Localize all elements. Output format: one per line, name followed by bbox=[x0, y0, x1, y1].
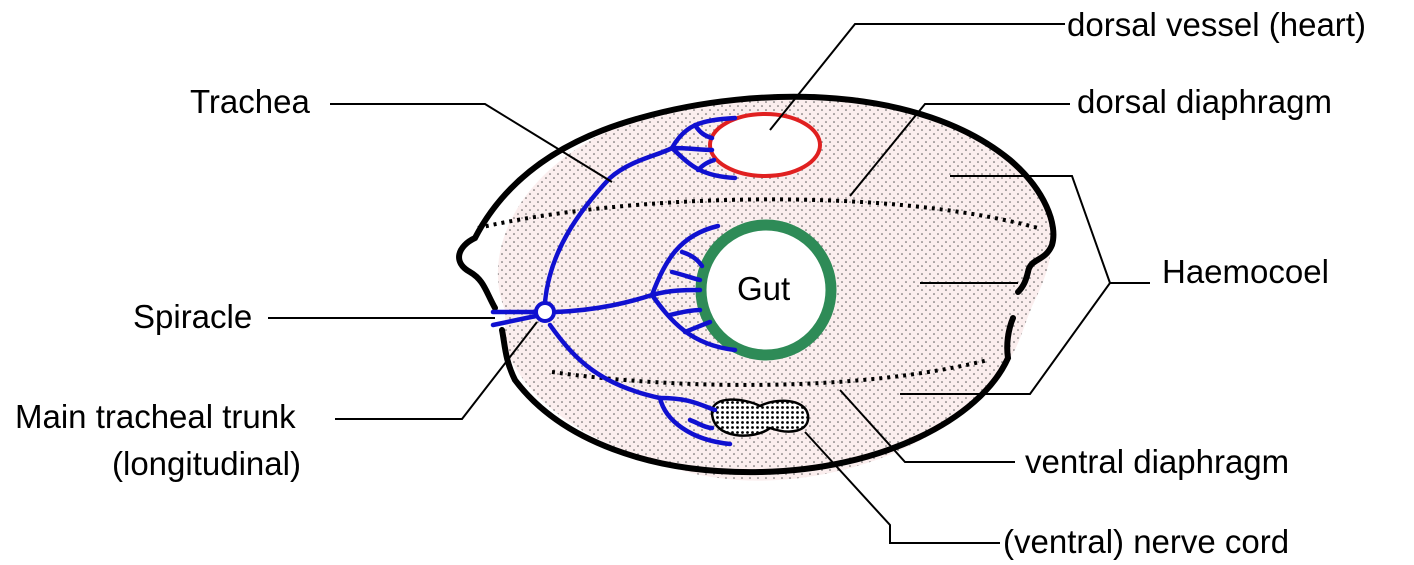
dorsal-vessel bbox=[708, 112, 822, 178]
leader-lines bbox=[268, 23, 1150, 544]
body-outline-lower bbox=[499, 315, 1016, 476]
body-outline-upper bbox=[456, 93, 1057, 311]
nerve-cord bbox=[710, 398, 810, 437]
label-main-trunk-line1: Main tracheal trunk bbox=[15, 398, 296, 435]
label-ventral-diaphragm: ventral diaphragm bbox=[1025, 443, 1289, 480]
label-spiracle: Spiracle bbox=[133, 298, 252, 335]
label-haemocoel: Haemocoel bbox=[1162, 253, 1329, 290]
dorsal-diaphragm bbox=[477, 197, 1039, 230]
ventral-diaphragm bbox=[551, 358, 989, 387]
label-trachea: Trachea bbox=[190, 83, 310, 120]
label-dorsal-diaphragm: dorsal diaphragm bbox=[1077, 83, 1332, 120]
label-main-trunk-line2: (longitudinal) bbox=[112, 445, 301, 482]
spiracle-ring bbox=[534, 301, 556, 323]
label-dorsal-vessel: dorsal vessel (heart) bbox=[1067, 6, 1366, 43]
tracheal-system bbox=[490, 115, 738, 447]
label-nerve-cord: (ventral) nerve cord bbox=[1003, 523, 1289, 560]
label-gut: Gut bbox=[737, 270, 790, 307]
